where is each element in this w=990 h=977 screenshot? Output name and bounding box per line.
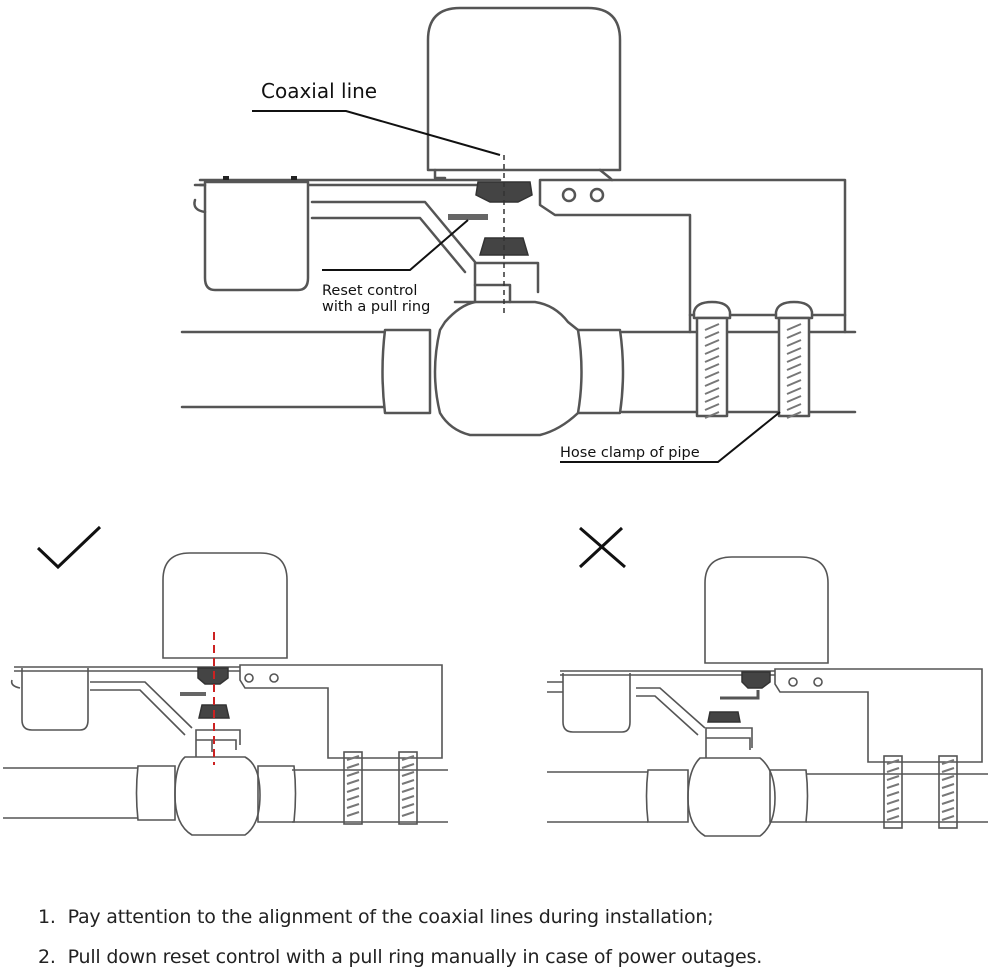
hose-clamp-leader [560,411,781,463]
instruction-text: Pay attention to the alignment of the co… [67,906,714,928]
checkmark-icon [36,525,102,570]
valve-handle [310,200,477,264]
correct-installation-example [3,525,448,836]
hose-clamp-1 [692,300,732,419]
instruction-item-1: 1. Pay attention to the alignment of the… [38,906,714,928]
ball-valve [381,261,625,437]
incorrect-installation-example [547,526,988,837]
hose-clamp-2 [774,300,814,419]
hose-clamp-label: Hose clamp of pipe [560,445,700,461]
handle-clamp-box [203,180,310,292]
instruction-text: Pull down reset control with a pull ring… [67,946,763,968]
actuator-motor [426,6,622,172]
x-mark-icon [578,526,626,569]
instruction-item-2: 2. Pull down reset control with a pull r… [38,946,762,968]
coaxial-line-label: Coaxial line [261,79,377,103]
reset-control-label-line2: with a pull ring [322,299,430,315]
reset-control-leader [322,219,469,271]
coaxial-line-leader [252,110,501,156]
main-diagram: Coaxial line Reset control with a pull r… [180,6,857,463]
mounting-bracket [198,178,847,334]
reset-control-label-line1: Reset control [322,283,417,299]
instruction-number: 2. [38,946,56,968]
instruction-number: 1. [38,906,56,928]
